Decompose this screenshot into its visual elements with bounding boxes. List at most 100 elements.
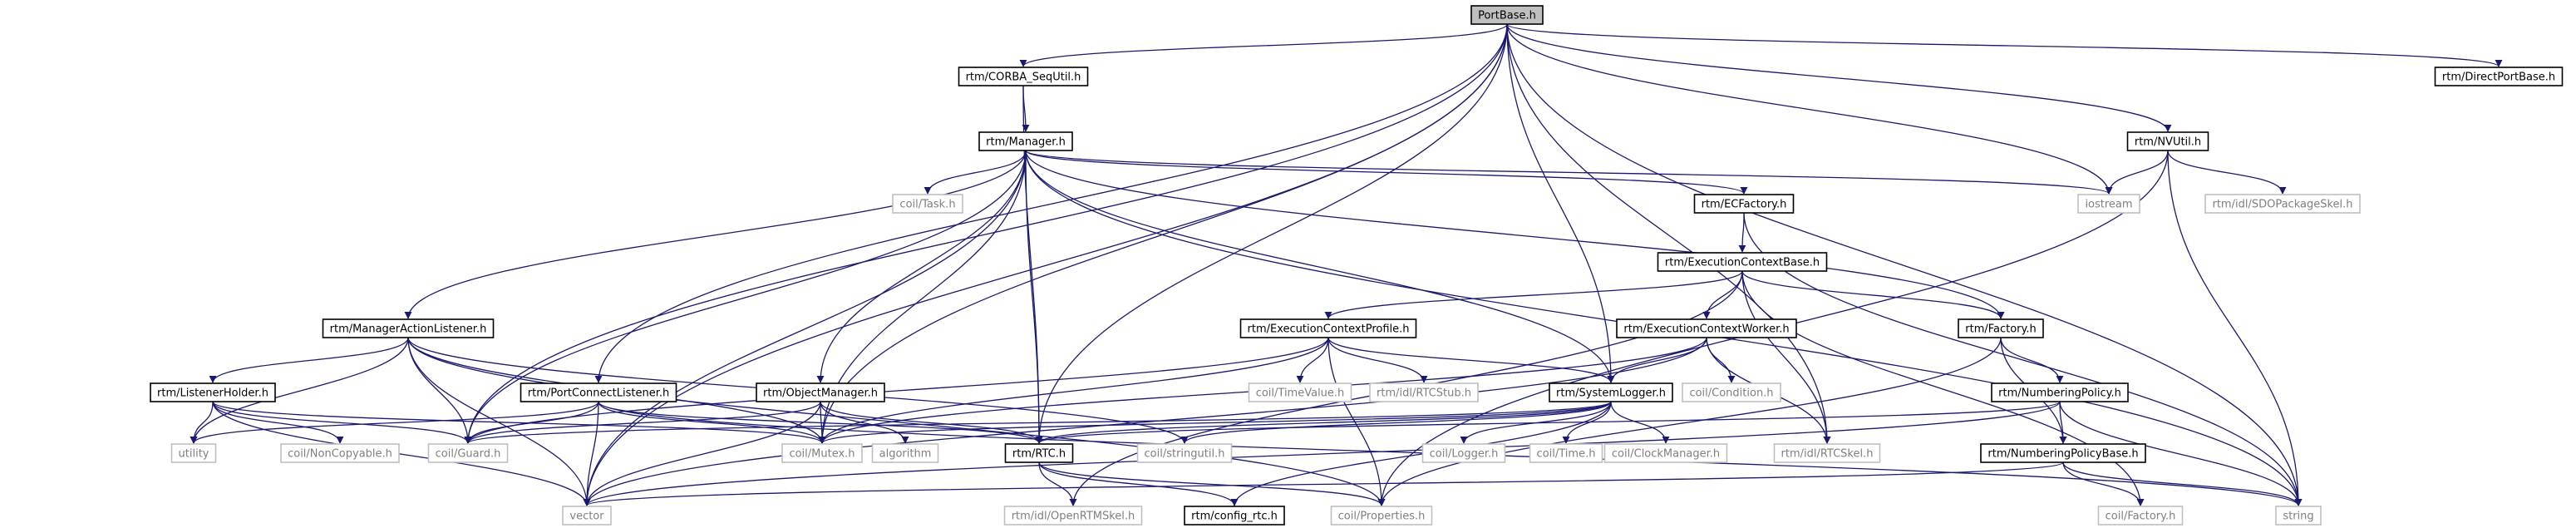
edge-rtc-to-config_rtc [1038, 461, 1239, 506]
node-nvutil[interactable]: rtm/NVUtil.h [2126, 131, 2209, 151]
node-sdopackageskel: rtm/idl/SDOPackageSkel.h [2204, 194, 2361, 214]
node-box [1184, 506, 1285, 526]
node-factory[interactable]: rtm/Factory.h [1958, 318, 2044, 338]
node-box [1470, 5, 1544, 25]
node-ecfactory[interactable]: rtm/ECFactory.h [1693, 194, 1795, 214]
node-box [871, 443, 939, 463]
edge-numberingpolicy-to-vector [583, 401, 2061, 506]
edge-portbase-to-coil_mutex [818, 23, 1508, 444]
node-label: rtm/ObjectManager.h [763, 387, 878, 400]
node-label: rtm/NVUtil.h [2135, 136, 2201, 149]
node-label: rtm/config_rtc.h [1191, 511, 1278, 523]
node-coil_clockmanager: coil/ClockManager.h [1603, 443, 1728, 463]
node-directportbase[interactable]: rtm/DirectPortBase.h [2434, 67, 2564, 86]
edge-execcontextbase-to-coil_factory [1741, 270, 2145, 506]
node-label: coil/stringutil.h [1145, 448, 1225, 461]
edge-nvutil-to-string [2167, 150, 2303, 506]
node-algorithm: algorithm [871, 443, 939, 463]
edge-manager-to-factory [1025, 150, 2005, 319]
node-coil_stringutil: coil/stringutil.h [1136, 443, 1233, 463]
node-coil_time: coil/Time.h [1529, 443, 1603, 463]
edge-portconnectlistener-to-coil_mutex [598, 401, 826, 444]
node-box [1991, 382, 2129, 402]
node-label: rtm/Factory.h [1965, 323, 2037, 336]
node-label: rtm/ECFactory.h [1702, 199, 1787, 211]
node-coil_noncopyable: coil/NonCopyable.h [280, 443, 400, 463]
node-box [322, 318, 495, 338]
edge-numberingpolicy-to-numberingpolicybase [2059, 401, 2067, 444]
node-box [170, 443, 217, 463]
node-coil_properties: coil/Properties.h [1330, 506, 1433, 526]
node-box [1549, 382, 1673, 402]
node-config_rtc[interactable]: rtm/config_rtc.h [1184, 506, 1285, 526]
edge-execcontextbase-to-rtcskel [1741, 270, 1831, 444]
node-label: coil/Guard.h [436, 448, 501, 461]
edge-manageractionlistener-to-listenerholder [209, 337, 409, 383]
node-utility: utility [170, 443, 217, 463]
node-label: rtm/idl/RTCStub.h [1377, 387, 1471, 400]
edge-rtc-to-openrtmskel [1038, 461, 1077, 506]
node-box [958, 67, 1089, 86]
node-listenerholder[interactable]: rtm/ListenerHolder.h [150, 382, 276, 402]
node-numberingpolicy[interactable]: rtm/NumberingPolicy.h [1991, 382, 2129, 402]
node-execcontextbase[interactable]: rtm/ExecutionContextBase.h [1657, 252, 1828, 272]
node-label: rtm/RTC.h [1012, 448, 1066, 461]
node-box [2434, 67, 2564, 86]
edge-execcontextworker-to-vector [583, 337, 1707, 506]
node-label: vector [569, 511, 604, 523]
edge-portbase-to-rtc [1035, 23, 1508, 444]
node-corba_sequtil[interactable]: rtm/CORBA_SeqUtil.h [958, 67, 1089, 86]
edge-numberingpolicy-to-string [2059, 401, 2303, 506]
node-label: PortBase.h [1478, 10, 1536, 22]
node-label: rtm/ExecutionContextWorker.h [1623, 323, 1789, 336]
node-numberingpolicybase[interactable]: rtm/NumberingPolicyBase.h [1980, 443, 2146, 463]
node-coil_task: coil/Task.h [892, 194, 963, 214]
edge-portbase-to-coil_guard [464, 23, 1508, 444]
edge-portbase-to-string [1506, 23, 2303, 506]
node-rtc[interactable]: rtm/RTC.h [1004, 443, 1074, 463]
edge-ecfactory-to-execcontextbase [1738, 212, 1746, 253]
edge-nvutil-to-iostream [2105, 150, 2169, 195]
edge-portconnectlistener-to-utility [190, 401, 599, 444]
node-layer: PortBase.h rtm/CORBA_SeqUtil.h rtm/DirectP… [150, 5, 2564, 526]
edge-objectmanager-to-algorithm [820, 401, 909, 444]
node-box [892, 194, 963, 214]
node-label: coil/Time.h [1537, 448, 1596, 461]
edge-execcontextprofile-to-coil_timevalue [1296, 337, 1329, 383]
node-label: rtm/ListenerHolder.h [157, 387, 268, 400]
node-execcontextprofile[interactable]: rtm/ExecutionContextProfile.h [1239, 318, 1417, 338]
node-label: rtm/NumberingPolicy.h [1998, 387, 2121, 400]
node-box [978, 131, 1073, 151]
node-string: string [2275, 506, 2322, 526]
node-coil_guard: coil/Guard.h [427, 443, 509, 463]
node-objectmanager[interactable]: rtm/ObjectManager.h [756, 382, 885, 402]
node-portconnectlistener[interactable]: rtm/PortConnectListener.h [520, 382, 677, 402]
edge-execcontextbase-to-execcontextprofile [1324, 270, 1743, 319]
node-box [1330, 506, 1433, 526]
edge-systemlogger-to-coil_stringutil [1180, 401, 1612, 444]
node-coil_logger: coil/Logger.h [1421, 443, 1506, 463]
node-box [756, 382, 885, 402]
edge-listenerholder-to-coil_noncopyable [212, 401, 344, 444]
edge-manager-to-systemlogger [1025, 150, 1615, 383]
node-label: rtm/DirectPortBase.h [2442, 72, 2555, 84]
node-box [1529, 443, 1603, 463]
node-manager[interactable]: rtm/Manager.h [978, 131, 1073, 151]
edge-portconnectlistener-to-vector [583, 401, 599, 506]
node-box [2077, 194, 2140, 214]
edge-listenerholder-to-vector [212, 401, 591, 506]
edge-manager-to-coil_task [924, 150, 1027, 195]
node-rtcskel: rtm/idl/RTCSkel.h [1773, 443, 1881, 463]
edge-portbase-to-directportbase [1506, 23, 2503, 67]
node-execcontextworker[interactable]: rtm/ExecutionContextWorker.h [1616, 318, 1797, 338]
node-label: coil/NonCopyable.h [288, 448, 392, 461]
node-portbase[interactable]: PortBase.h [1470, 5, 1544, 25]
node-systemlogger[interactable]: rtm/SystemLogger.h [1549, 382, 1673, 402]
edge-manager-to-vector [583, 150, 1027, 506]
node-label: coil/Logger.h [1430, 448, 1499, 461]
edge-portconnectlistener-to-coil_guard [464, 401, 599, 444]
edge-objectmanager-to-coil_guard [464, 401, 821, 444]
node-manageractionlistener[interactable]: rtm/ManagerActionListener.h [322, 318, 495, 338]
node-coil_mutex: coil/Mutex.h [781, 443, 863, 463]
node-label: coil/Factory.h [2106, 511, 2176, 523]
